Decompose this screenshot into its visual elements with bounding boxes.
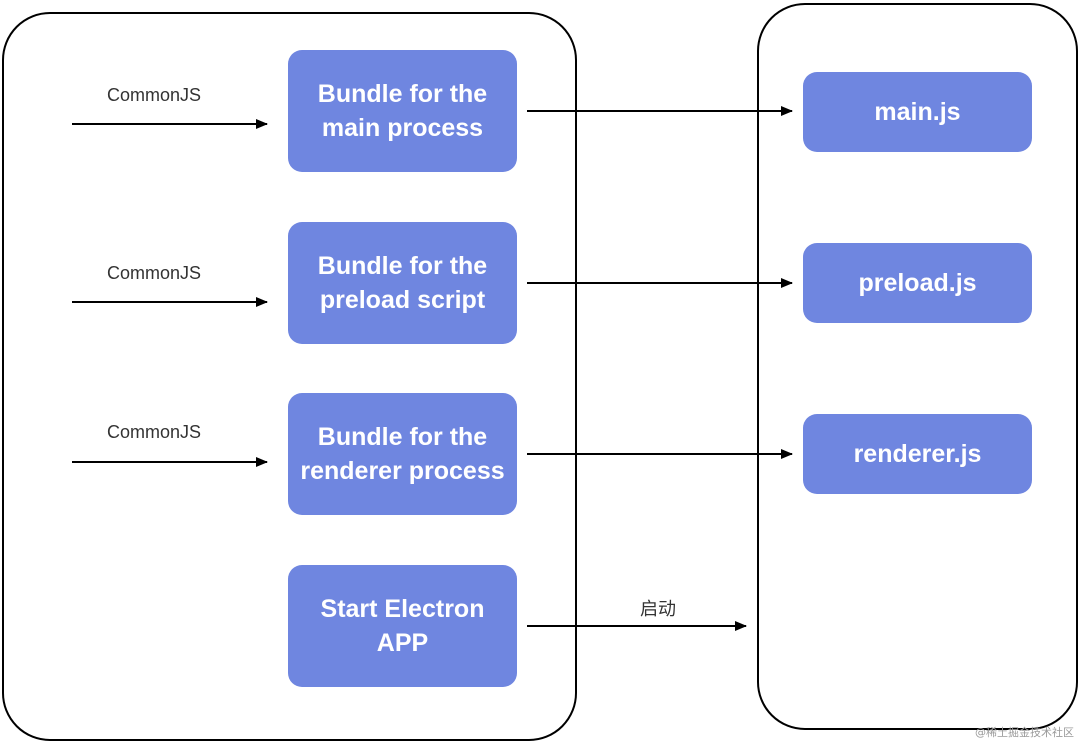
main-js-box: main.js xyxy=(803,72,1032,152)
input-label-renderer: CommonJS xyxy=(107,422,202,442)
preload-script-bundle-box: Bundle for the preload script xyxy=(288,222,517,344)
output-panel xyxy=(757,3,1078,730)
renderer-js-box: renderer.js xyxy=(803,414,1032,494)
main-process-bundle-box: Bundle for the main process xyxy=(288,50,517,172)
build-panel xyxy=(2,12,577,741)
renderer-process-bundle-box: Bundle for the renderer process xyxy=(288,393,517,515)
watermark: @稀土掘金技术社区 xyxy=(975,726,1074,739)
start-electron-app-box: Start Electron APP xyxy=(288,565,517,687)
input-label-preload: CommonJS xyxy=(107,263,202,283)
preload-js-box: preload.js xyxy=(803,243,1032,323)
launch-label: 启动 xyxy=(640,599,676,620)
input-label-main: CommonJS xyxy=(107,85,202,105)
